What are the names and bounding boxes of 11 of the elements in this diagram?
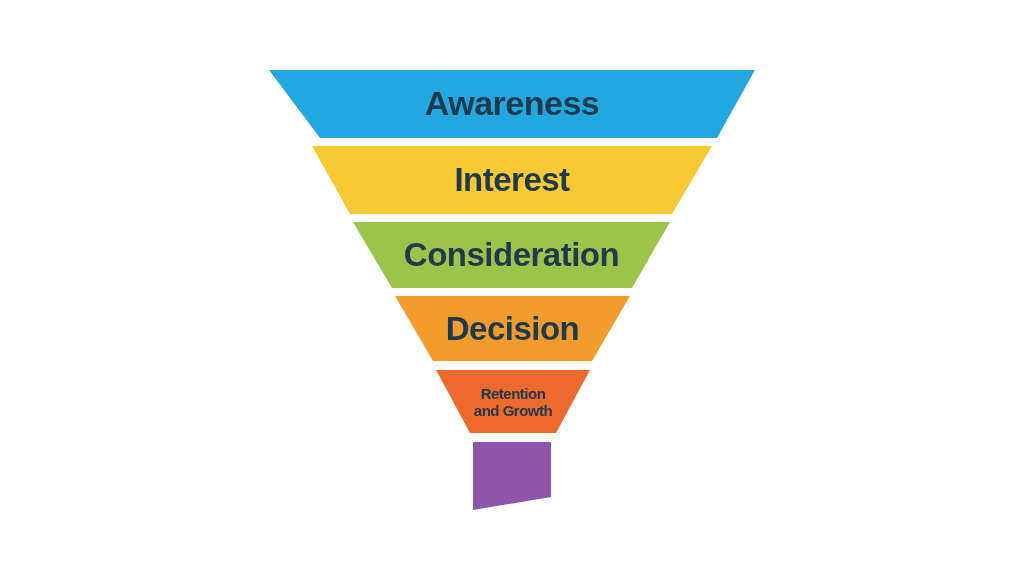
stage-label: Decision [444,309,581,348]
stage-label: Consideration [402,236,621,274]
funnel-band [395,296,630,361]
funnel-band [269,70,755,138]
funnel-band [353,222,670,288]
funnel-band [436,370,590,433]
funnel-band [312,146,712,214]
funnel-stem [473,442,551,510]
stage-label: Interest [453,161,571,199]
stage-label: Awareness [423,84,601,124]
stage-label: Retention and Growth [472,384,554,419]
